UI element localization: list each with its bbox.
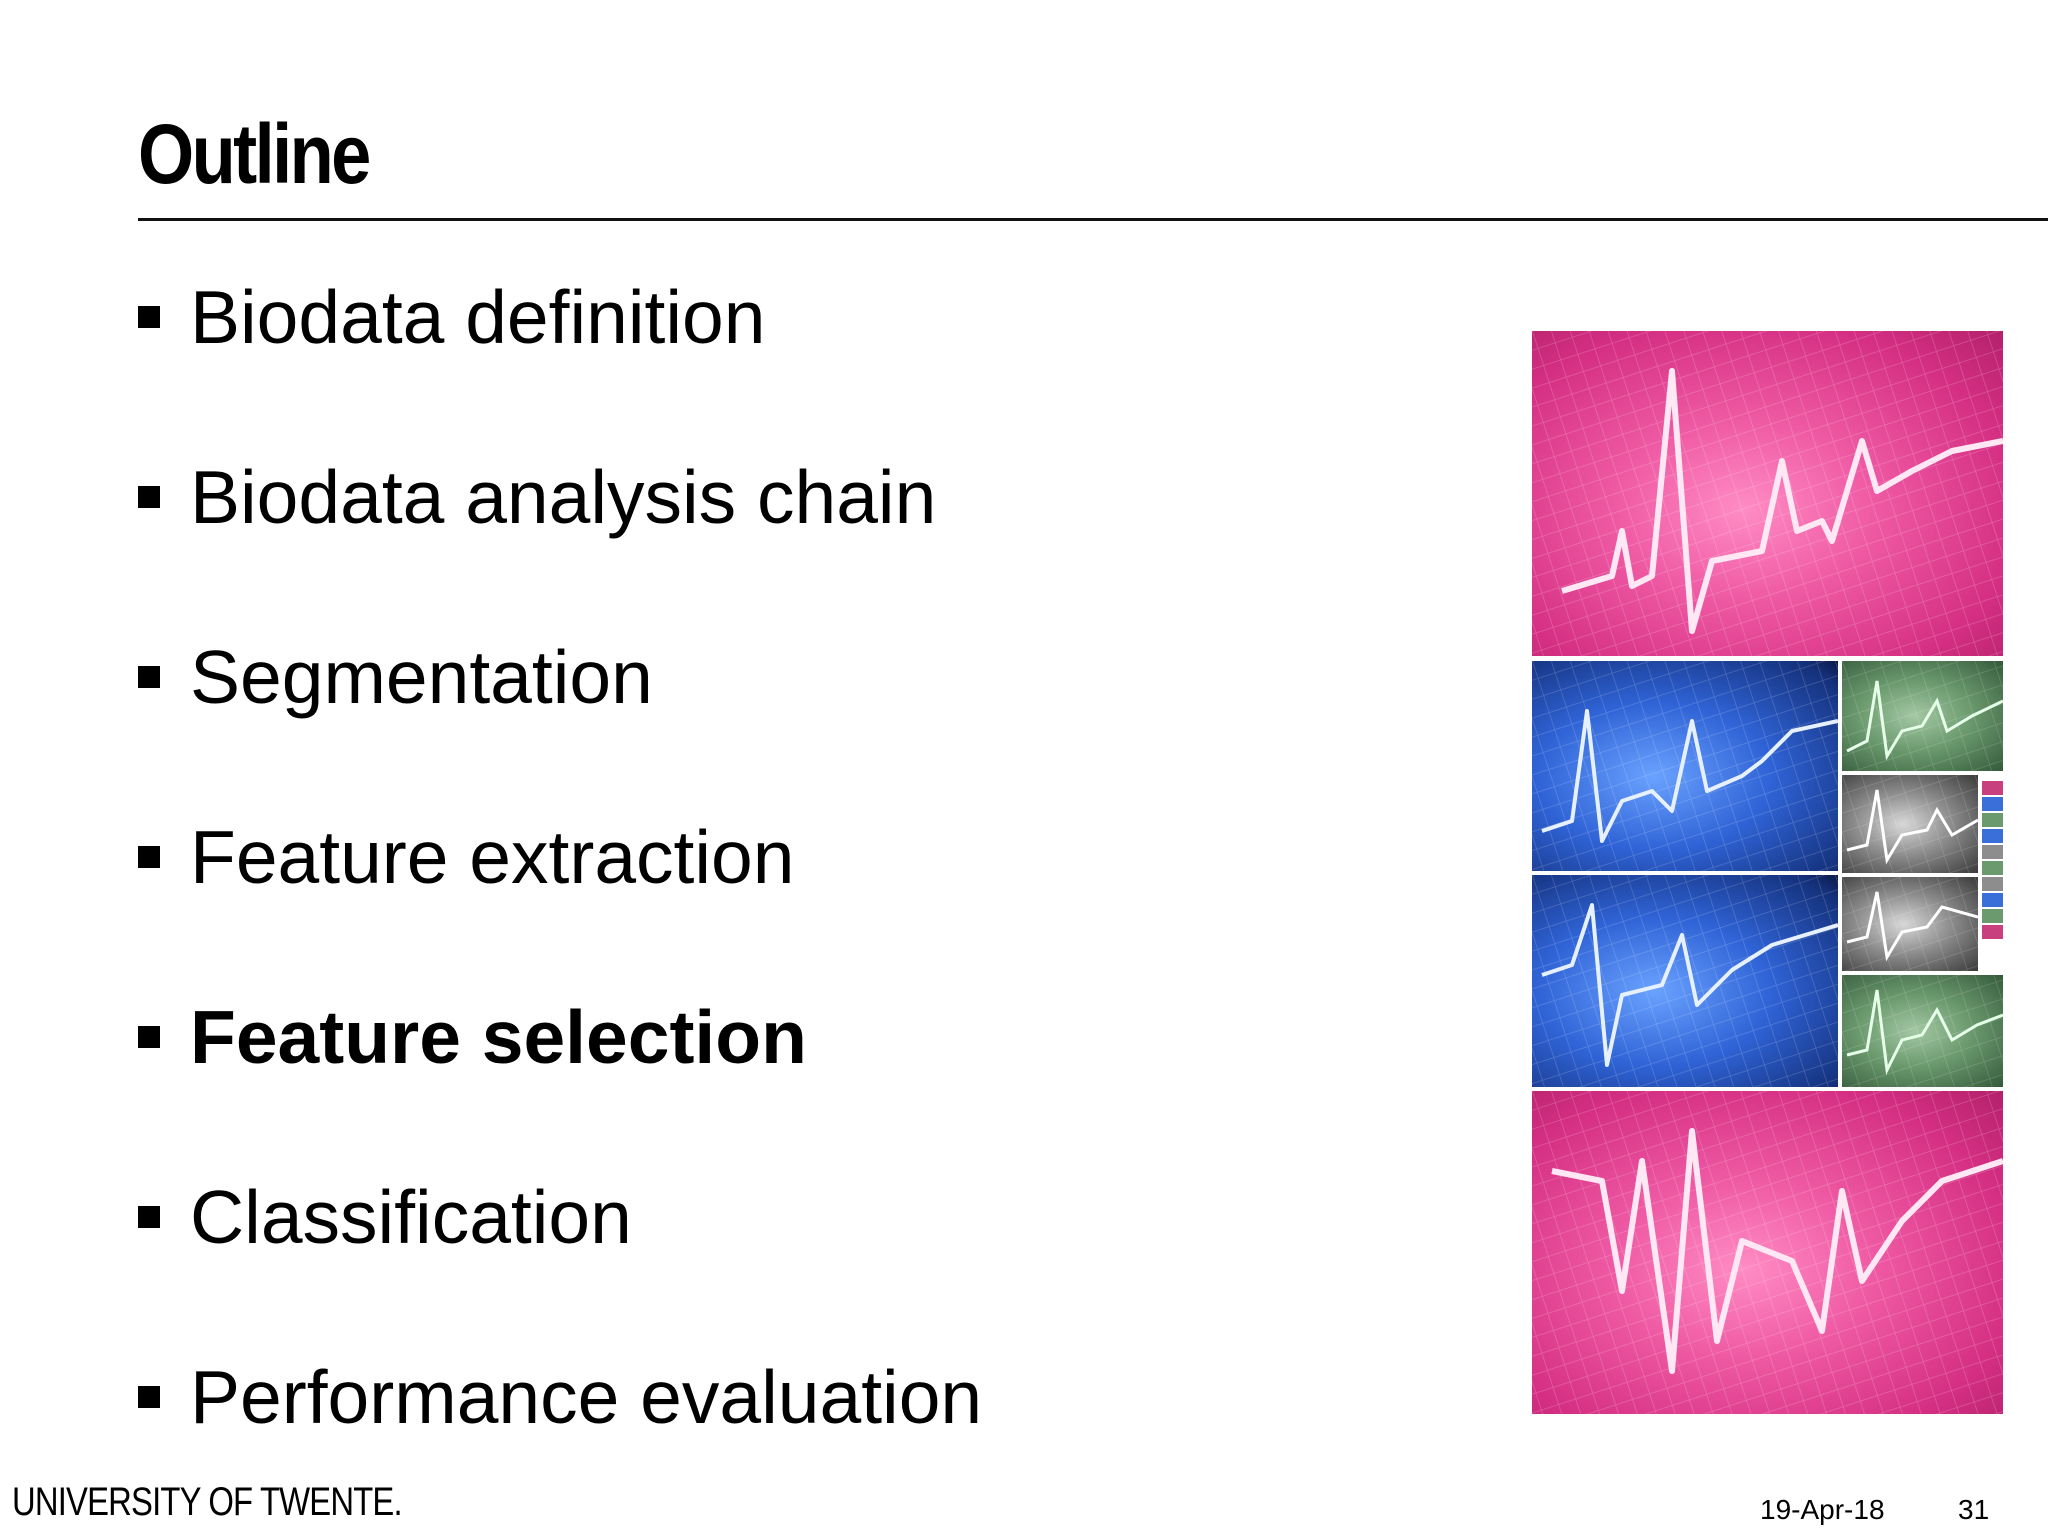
outline-item-label: Feature extraction [190,814,795,899]
outline-item: Segmentation [138,622,653,732]
outline-item-label: Segmentation [190,634,653,719]
bullet-square-icon [138,306,160,328]
ecg-gray-tile-icon [1842,877,1978,971]
outline-item-label: Feature selection [190,994,807,1079]
outline-item-label: Performance evaluation [190,1354,983,1439]
ecg-blue-tile-icon [1532,661,1838,871]
ecg-blue-tile-icon [1532,875,1838,1087]
bullet-square-icon [138,846,160,868]
outline-item: Performance evaluation [138,1342,982,1452]
outline-item: Biodata analysis chain [138,442,936,552]
bullet-square-icon [138,486,160,508]
ecg-pink-tile-icon [1532,1091,2003,1414]
outline-item-current: Feature selection [138,982,807,1092]
ecg-collage-image [1532,331,2003,1414]
bullet-square-icon [138,1386,160,1408]
outline-item-label: Classification [190,1174,632,1259]
bullet-square-icon [138,666,160,688]
outline-item-label: Biodata analysis chain [190,454,937,539]
university-logo: UNIVERSITY OF TWENTE. [12,1480,403,1524]
outline-item: Biodata definition [138,262,765,372]
ecg-green-tile-icon [1842,975,2003,1087]
bullet-square-icon [138,1206,160,1228]
thumbnail-strip [1982,779,2003,969]
ecg-pink-tile-icon [1532,331,2003,656]
footer-date: 19-Apr-18 [1760,1494,1885,1525]
slide-number: 31 [1958,1494,1990,1525]
outline-item-label: Biodata definition [190,274,766,359]
ecg-gray-tile-icon [1842,775,1978,873]
outline-item: Classification [138,1162,632,1272]
bullet-square-icon [138,1026,160,1048]
slide-title: Outline [138,107,371,201]
ecg-green-tile-icon [1842,661,2003,771]
outline-item: Feature extraction [138,802,794,912]
title-divider [138,218,2048,221]
